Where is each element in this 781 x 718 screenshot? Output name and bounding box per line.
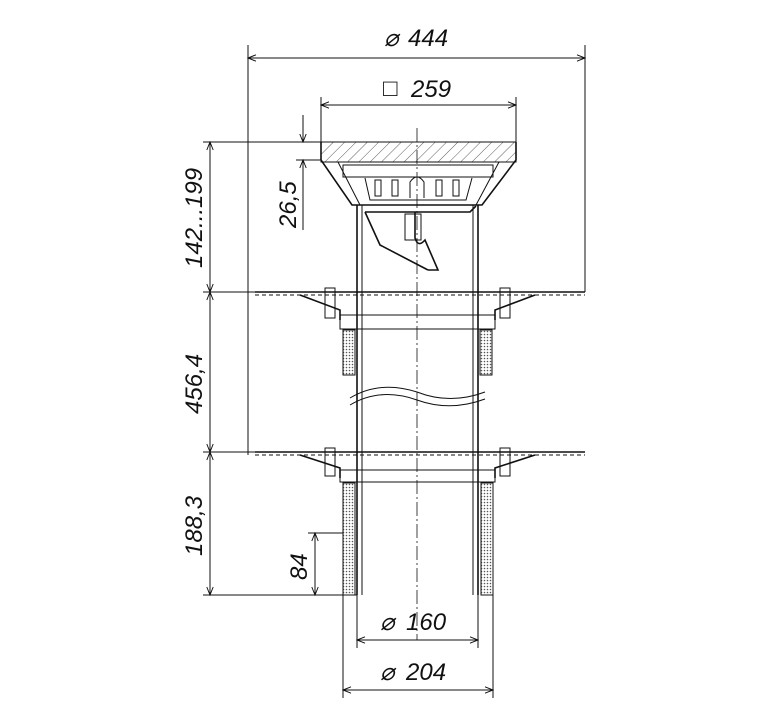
dimension-84: 84 — [286, 533, 343, 595]
upper-flange — [255, 287, 585, 320]
dim-160-symbol: ⌀ — [380, 609, 397, 636]
dim-259-value: 259 — [410, 76, 451, 103]
dim-456-4-value: 456,4 — [181, 354, 208, 414]
dim-444-symbol: ⌀ — [384, 25, 401, 52]
dim-259-symbol: □ — [383, 75, 398, 102]
dim-84-value: 84 — [286, 553, 313, 580]
dim-204-value: 204 — [405, 659, 446, 686]
dim-160-value: 160 — [406, 609, 447, 636]
dim-26-5-value: 26,5 — [275, 181, 302, 229]
dim-444-value: 444 — [408, 25, 448, 52]
dimension-444: ⌀ 444 — [248, 25, 585, 455]
lower-flange — [255, 447, 585, 478]
dimension-160: ⌀ 160 — [357, 595, 478, 648]
pipe — [339, 205, 496, 596]
dim-204-symbol: ⌀ — [380, 659, 397, 686]
dimension-204: ⌀ 204 — [343, 595, 493, 698]
vertical-dimensions: 142...199 456,4 188,3 — [181, 142, 357, 595]
grate-assembly — [320, 141, 517, 271]
dim-142-199-value: 142...199 — [181, 168, 208, 268]
dimension-26-5: 26,5 — [275, 115, 321, 230]
dim-188-3-value: 188,3 — [181, 495, 208, 556]
dimension-259: □ 259 — [321, 75, 516, 142]
